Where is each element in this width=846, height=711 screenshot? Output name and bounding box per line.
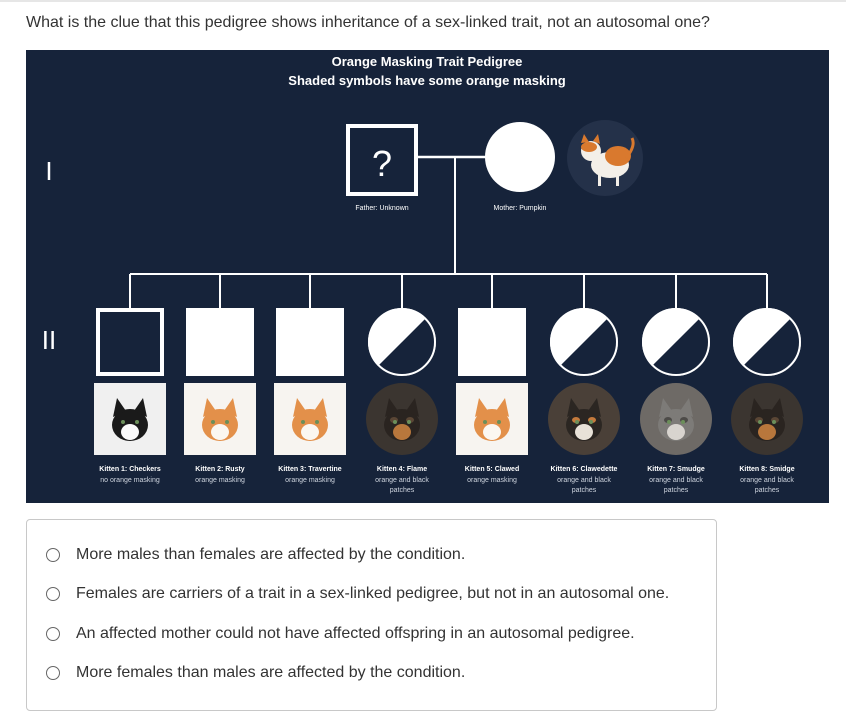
kitten-trait-label: orange and black (375, 477, 429, 484)
tortoiseshell-kitten-photo (366, 383, 438, 455)
male-unaffected-symbol (96, 308, 164, 376)
kitten-3: Kitten 3: Travertine orange masking (274, 274, 346, 484)
mother-symbol (485, 122, 555, 192)
female-symbol-outline (733, 308, 801, 376)
option-2-label: Females are carriers of a trait in a sex… (76, 585, 670, 602)
option-4-radio[interactable] (46, 666, 60, 680)
tortoiseshell-kitten-photo (731, 383, 803, 455)
kitten-5: Kitten 5: Clawed orange masking (456, 274, 528, 484)
kitten-1: Kitten 1: Checkers no orange masking (94, 274, 166, 484)
male-affected-symbol (458, 308, 526, 376)
option-2-radio[interactable] (46, 587, 60, 601)
kitten-8: Kitten 8: Smidge orange and black patches (731, 274, 803, 494)
kitten-name-label: Kitten 8: Smidge (739, 466, 794, 473)
option-1-label: More males than females are affected by … (76, 546, 466, 563)
kitten-trait-label: orange and black (557, 477, 611, 484)
generation-ii-label: II (42, 325, 56, 355)
option-3[interactable]: An affected mother could not have affect… (46, 622, 635, 646)
kitten-2: Kitten 2: Rusty orange masking (184, 274, 256, 484)
female-symbol-dark-half (742, 317, 801, 376)
kitten-trait-label: orange masking (285, 477, 335, 484)
figure-subtitle: Shaded symbols have some orange masking (288, 73, 565, 88)
kitten-name-label: Kitten 5: Clawed (465, 466, 519, 473)
kitten-trait-label: patches (664, 487, 689, 494)
mother-photo (567, 120, 643, 196)
orange-white-kitten-photo (274, 383, 346, 455)
option-4-label: More females than males are affected by … (76, 664, 466, 681)
question-text: What is the clue that this pedigree show… (26, 14, 710, 31)
calico-kitten-photo (548, 383, 620, 455)
kitten-trait-label: orange masking (195, 477, 245, 484)
pedigree-figure: Orange Masking Trait Pedigree Shaded sym… (26, 50, 829, 503)
kitten-trait-label: orange and black (740, 477, 794, 484)
option-3-label: An affected mother could not have affect… (76, 625, 635, 642)
female-symbol-dark-half (559, 317, 618, 376)
kitten-trait-label: no orange masking (100, 477, 160, 484)
kitten-name-label: Kitten 2: Rusty (195, 466, 245, 473)
kitten-7: Kitten 7: Smudge orange and black patches (640, 274, 712, 494)
mother-label: Mother: Pumpkin (494, 205, 547, 212)
generation-i-label: I (45, 156, 52, 186)
male-affected-symbol (186, 308, 254, 376)
orange-white-kitten-photo (456, 383, 528, 455)
female-symbol-outline (550, 308, 618, 376)
father-symbol (346, 124, 418, 196)
option-4[interactable]: More females than males are affected by … (46, 661, 465, 685)
kitten-name-label: Kitten 7: Smudge (647, 466, 705, 473)
female-symbol-outline (642, 308, 710, 376)
father-unknown-symbol: ? (372, 143, 392, 184)
kitten-trait-label: patches (390, 487, 415, 494)
answer-options: More males than females are affected by … (26, 519, 717, 711)
female-symbol-dark-half (377, 317, 436, 376)
kitten-6: Kitten 6: Clawedette orange and black patc… (548, 274, 620, 494)
kitten-trait-label: orange and black (649, 477, 703, 484)
male-affected-symbol (276, 308, 344, 376)
figure-title: Orange Masking Trait Pedigree (332, 54, 523, 69)
top-divider (0, 0, 846, 2)
kitten-name-label: Kitten 1: Checkers (99, 466, 161, 473)
kitten-trait-label: patches (572, 487, 597, 494)
gray-tabby-kitten-photo (640, 383, 712, 455)
option-2[interactable]: Females are carriers of a trait in a sex… (46, 582, 669, 606)
father-label: Father: Unknown (355, 205, 408, 212)
female-symbol-outline (368, 308, 436, 376)
kitten-trait-label: patches (755, 487, 780, 494)
black-white-kitten-photo (94, 383, 166, 455)
option-3-radio[interactable] (46, 627, 60, 641)
orange-white-kitten-photo (184, 383, 256, 455)
kitten-name-label: Kitten 6: Clawedette (551, 466, 618, 473)
option-1[interactable]: More males than females are affected by … (46, 543, 465, 567)
kitten-4: Kitten 4: Flame orange and black patches (366, 274, 438, 494)
option-1-radio[interactable] (46, 548, 60, 562)
kitten-name-label: Kitten 3: Travertine (278, 466, 342, 473)
kitten-trait-label: orange masking (467, 477, 517, 484)
kitten-name-label: Kitten 4: Flame (377, 466, 427, 473)
female-symbol-dark-half (651, 317, 710, 376)
